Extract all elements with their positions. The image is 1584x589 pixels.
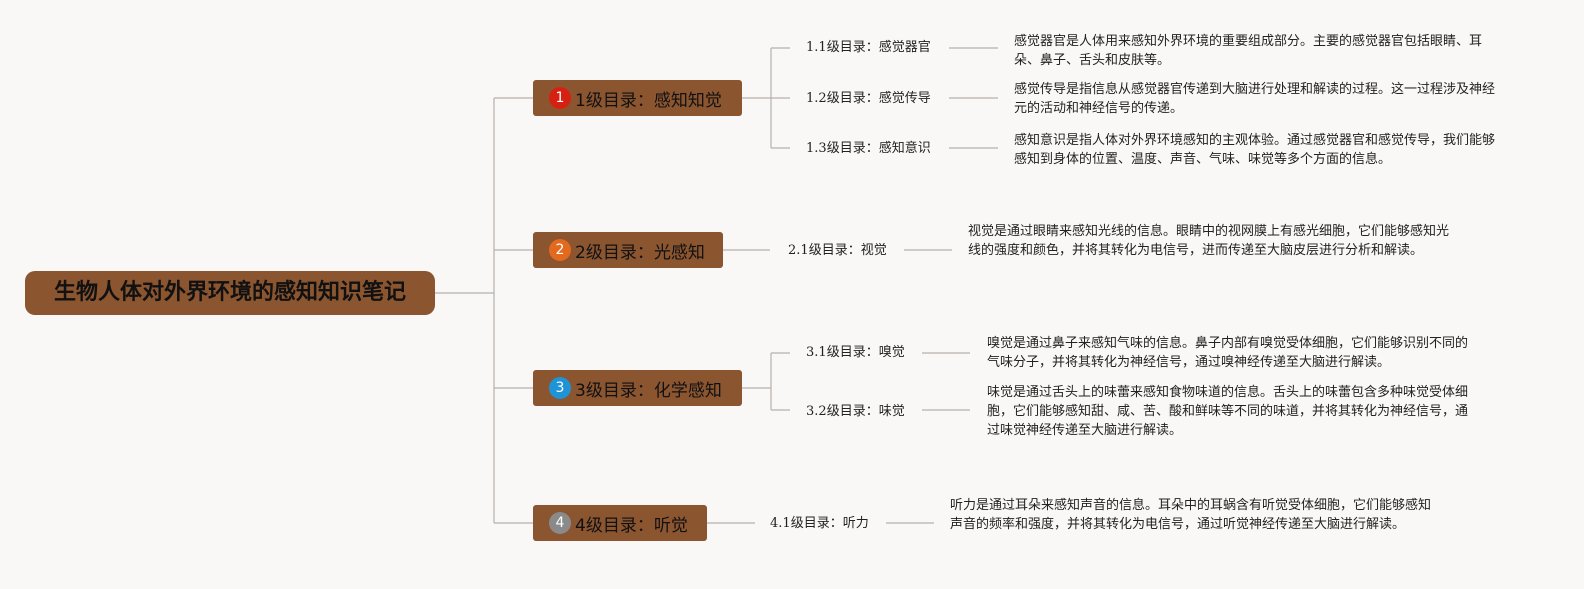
subtopic-3-2[interactable]: 3.2级目录：味觉 [806, 404, 905, 419]
number-badge-4: 4 [549, 512, 571, 534]
subtopic-3-1[interactable]: 3.1级目录：嗅觉 [806, 345, 905, 360]
description-4-1: 听力是通过耳朵来感知声音的信息。耳朵中的耳蜗含有听觉受体细胞，它们能够感知声音的… [950, 498, 1432, 532]
description-1-1: 感觉器官是人体用来感知外界环境的重要组成部分。主要的感觉器官包括眼睛、耳朵、鼻子… [1014, 34, 1483, 68]
description-1-2: 感觉传导是指信息从感觉器官传递到大脑进行处理和解读的过程。这一过程涉及神经元的活… [1014, 82, 1496, 116]
branch-1-topic[interactable]: 1 1级目录：感知知觉 [533, 80, 742, 116]
branch-1-label: 1级目录：感知知觉 [575, 90, 722, 111]
branch-2-topic[interactable]: 2 2级目录：光感知 [533, 232, 723, 268]
number-badge-1: 1 [549, 87, 571, 109]
subtopic-4-1[interactable]: 4.1级目录：听力 [770, 516, 869, 531]
branch-2-label: 2级目录：光感知 [575, 242, 705, 263]
description-3-2: 味觉是通过舌头上的味蕾来感知食物味道的信息。舌头上的味蕾包含多种味觉受体细胞，它… [987, 385, 1469, 438]
description-2-1: 视觉是通过眼睛来感知光线的信息。眼睛中的视网膜上有感光细胞，它们能够感知光线的强… [968, 224, 1450, 258]
number-badge-2: 2 [549, 239, 571, 261]
number-badge-3: 3 [549, 377, 571, 399]
branch-4-topic[interactable]: 4 4级目录：听觉 [533, 505, 707, 541]
subtopic-2-1[interactable]: 2.1级目录：视觉 [788, 243, 887, 258]
subtopic-1-3[interactable]: 1.3级目录：感知意识 [806, 141, 931, 156]
description-3-1: 嗅觉是通过鼻子来感知气味的信息。鼻子内部有嗅觉受体细胞，它们能够识别不同的气味分… [987, 336, 1469, 370]
root-topic[interactable]: 生物人体对外界环境的感知知识笔记 [25, 271, 435, 315]
subtopic-1-1[interactable]: 1.1级目录：感觉器官 [806, 40, 931, 55]
description-1-3: 感知意识是指人体对外界环境感知的主观体验。通过感觉器官和感觉传导，我们能够感知到… [1014, 133, 1496, 167]
branch-3-label: 3级目录：化学感知 [575, 380, 722, 401]
subtopic-1-2[interactable]: 1.2级目录：感觉传导 [806, 91, 931, 106]
branch-3-topic[interactable]: 3 3级目录：化学感知 [533, 370, 742, 406]
branch-4-label: 4级目录：听觉 [575, 515, 688, 536]
